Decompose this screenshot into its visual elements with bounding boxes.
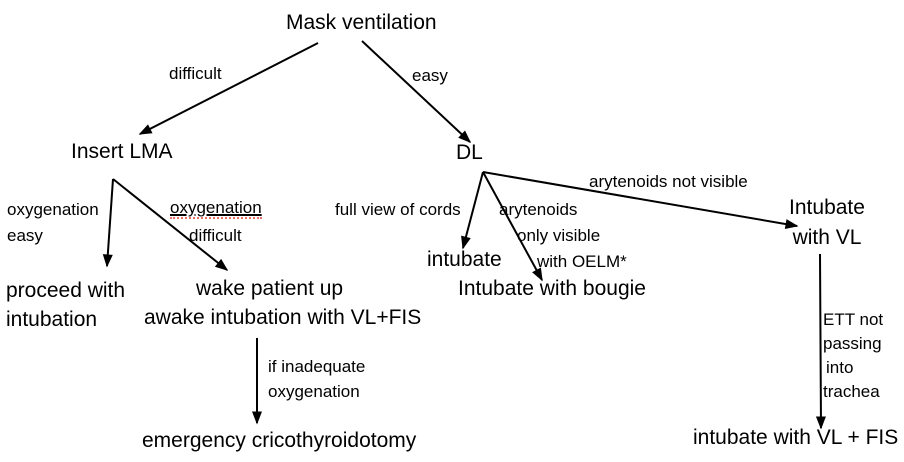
node-intubate-with-bougie: Intubate with bougie xyxy=(458,277,646,300)
node-intubate: intubate xyxy=(427,248,502,271)
edge-label-full-view-of-cords: full view of cords xyxy=(335,200,461,219)
edge-label-if-inadequate-line2: oxygenation xyxy=(268,382,360,401)
edge-label-oxygenation-easy-line1: oxygenation xyxy=(7,200,99,219)
node-dl: DL xyxy=(456,141,483,164)
edge-label-ett-line3: into xyxy=(826,358,854,377)
arrow-difficult xyxy=(138,42,319,135)
node-mask-ventilation: Mask ventilation xyxy=(286,11,437,34)
arrow-ett-not-passing xyxy=(815,253,826,430)
edge-label-difficult: difficult xyxy=(169,64,222,83)
edge-label-only-visible: only visible xyxy=(517,226,601,245)
edge-label-oxygenation-easy-line2: easy xyxy=(7,226,43,245)
edge-label-ett-line4: trachea xyxy=(823,382,880,401)
edge-label-oxygenation-difficult-line2: difficult xyxy=(189,226,242,245)
node-intubate-with-vl-line2: with VL xyxy=(792,226,862,249)
node-proceed-with-intubation: proceed with intubation xyxy=(6,276,125,334)
edge-label-if-inadequate-line1: if inadequate xyxy=(268,357,366,376)
node-intubate-with-vl-line1: Intubate xyxy=(789,196,865,219)
node-intubate-with-vl: Intubate with VL xyxy=(779,193,875,253)
edge-label-ett-line2: passing xyxy=(823,334,882,353)
arrow-dl-full-view xyxy=(461,171,484,250)
misspelled-oxygenation: oxygenation xyxy=(170,198,262,219)
edge-label-oxygenation-easy: oxygenation easy xyxy=(7,197,99,249)
arrow-lma-oxygenation-easy xyxy=(102,178,114,268)
arrow-dl-arytenoids-not-visible xyxy=(482,171,799,229)
node-emergency-cricothyroidotomy: emergency cricothyroidotomy xyxy=(142,429,417,452)
edge-label-easy: easy xyxy=(412,66,448,85)
edge-label-arytenoids: arytenoids xyxy=(499,200,578,219)
node-awake-intubation: awake intubation with VL+FIS xyxy=(144,306,422,329)
node-wake-patient-up: wake patient up xyxy=(196,277,344,300)
edge-label-oxygenation-difficult-line1: oxygenation xyxy=(170,197,262,219)
node-intubate-with-vl-fis: intubate with VL + FIS xyxy=(693,426,899,449)
arrow-lma-oxygenation-difficult xyxy=(112,178,229,271)
node-proceed-line2: intubation xyxy=(6,308,98,331)
edge-label-ett-not-passing: ETT not passing into trachea xyxy=(823,308,883,404)
edge-label-if-inadequate-oxygenation: if inadequate oxygenation xyxy=(268,354,365,404)
edge-label-ett-line1: ETT not xyxy=(823,310,884,329)
node-insert-lma: Insert LMA xyxy=(71,140,173,163)
edge-label-with-oelm: with OELM* xyxy=(537,252,627,271)
node-proceed-line1: proceed with xyxy=(6,279,126,302)
edge-label-arytenoids-not-visible: arytenoids not visible xyxy=(589,172,748,191)
arrow-dl-oelm xyxy=(482,171,543,282)
arrow-easy xyxy=(361,40,472,144)
